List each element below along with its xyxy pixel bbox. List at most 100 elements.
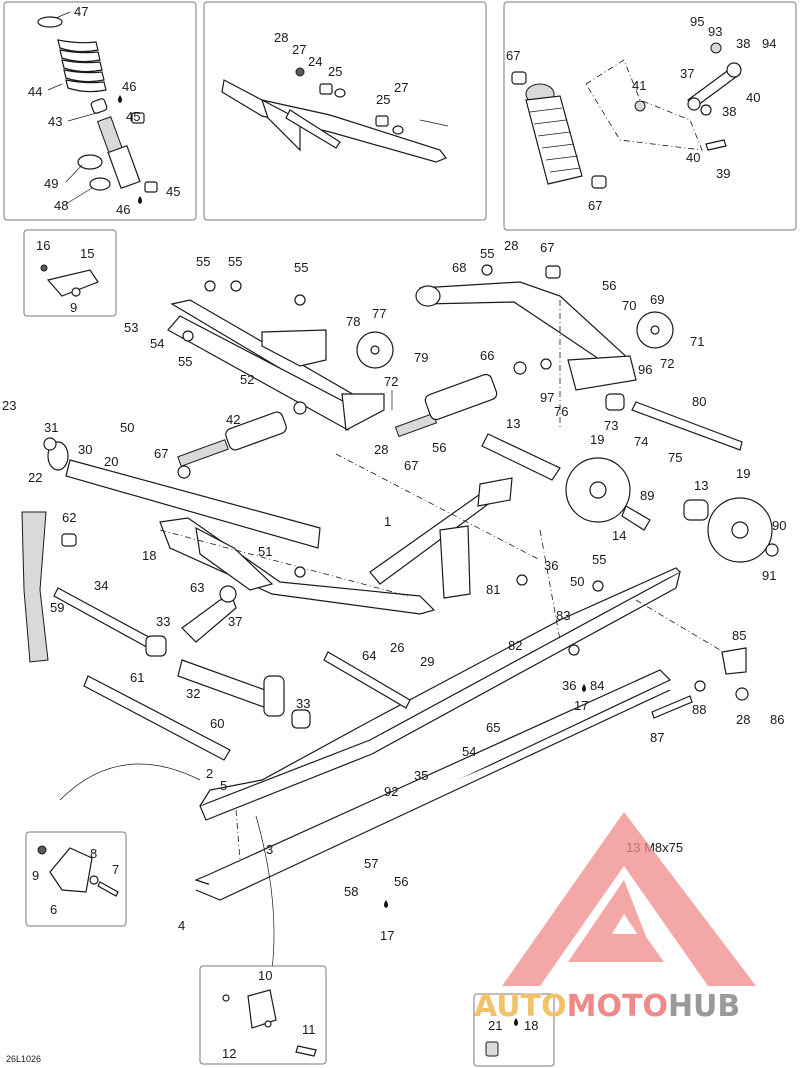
callout-64: 64 [362, 648, 376, 663]
callout-76: 76 [554, 404, 568, 419]
callout-46: 46 [116, 202, 130, 217]
callout-70: 70 [622, 298, 636, 313]
callout-55: 55 [294, 260, 308, 275]
inset-shock-absorber: 47 44 46 43 45 49 48 46 45 [3, 1, 197, 221]
callout-28: 28 [504, 238, 518, 253]
callout-22: 22 [28, 470, 42, 485]
callout-83: 83 [556, 608, 570, 623]
callout-71: 71 [690, 334, 704, 349]
callout-67: 67 [404, 458, 418, 473]
callout-74: 74 [634, 434, 648, 449]
callout-4: 4 [178, 918, 185, 933]
callout-33: 33 [296, 696, 310, 711]
callout-54: 54 [150, 336, 164, 351]
inset-grease-fitting: 21 18 [473, 993, 555, 1067]
callout-25: 25 [328, 64, 342, 79]
main-callouts: 55 55 55 53 54 55 52 77 78 79 72 68 55 2… [2, 238, 786, 943]
callout-13: 13 [694, 478, 708, 493]
watermark-logo: AUTOMOTOHUB [474, 812, 756, 1024]
callout-55: 55 [228, 254, 242, 269]
watermark-word-hub: HUB [668, 989, 740, 1024]
callout-18: 18 [524, 1018, 538, 1033]
callout-85: 85 [732, 628, 746, 643]
callout-32: 32 [186, 686, 200, 701]
callout-78: 78 [346, 314, 360, 329]
callout-61: 61 [130, 670, 144, 685]
callout-30: 30 [78, 442, 92, 457]
callout-23: 23 [2, 398, 16, 413]
shock-body [96, 112, 158, 193]
callout-7: 7 [112, 862, 119, 877]
callout-38: 38 [722, 104, 736, 119]
callout-39: 39 [716, 166, 730, 181]
callout-52: 52 [240, 372, 254, 387]
callout-10: 10 [258, 968, 272, 983]
callout-62: 62 [62, 510, 76, 525]
callout-55: 55 [592, 552, 606, 567]
callout-58: 58 [344, 884, 358, 899]
callout-75: 75 [668, 450, 682, 465]
callout-91: 91 [762, 568, 776, 583]
callout-27: 27 [394, 80, 408, 95]
callout-90: 90 [772, 518, 786, 533]
callout-15: 15 [80, 246, 94, 261]
callout-19: 19 [590, 432, 604, 447]
callout-21: 21 [488, 1018, 502, 1033]
callout-67: 67 [540, 240, 554, 255]
callout-35: 35 [414, 768, 428, 783]
callout-46: 46 [122, 79, 136, 94]
callout-73: 73 [604, 418, 618, 433]
callout-45: 45 [126, 109, 140, 124]
callout-43: 43 [48, 114, 62, 129]
callout-53: 53 [124, 320, 138, 335]
callout-28: 28 [374, 442, 388, 457]
callout-3: 3 [266, 842, 273, 857]
callout-24: 24 [308, 54, 322, 69]
callout-25: 25 [376, 92, 390, 107]
callout-56: 56 [432, 440, 446, 455]
callout-31: 31 [44, 420, 58, 435]
callout-67: 67 [588, 198, 602, 213]
callout-8: 8 [90, 846, 97, 861]
callout-1: 1 [384, 514, 391, 529]
callout-56: 56 [602, 278, 616, 293]
callout-36: 36 [544, 558, 558, 573]
rear-shock-66 [394, 361, 527, 438]
inset-slider-end: 10 11 12 [199, 965, 327, 1065]
callout-69: 69 [650, 292, 664, 307]
callout-14: 14 [612, 528, 626, 543]
callout-36: 36 [562, 678, 576, 693]
callout-81: 81 [486, 582, 500, 597]
callout-13: 13 [506, 416, 520, 431]
callout-59: 59 [50, 600, 64, 615]
svg-text:AUTOMOTOHUB: AUTOMOTOHUB [474, 989, 740, 1024]
callout-92: 92 [384, 784, 398, 799]
callout-67: 67 [506, 48, 520, 63]
callout-87: 87 [650, 730, 664, 745]
callout-37: 37 [680, 66, 694, 81]
callout-68: 68 [452, 260, 466, 275]
callout-94: 94 [762, 36, 776, 51]
callout-56: 56 [394, 874, 408, 889]
callout-55: 55 [196, 254, 210, 269]
callout-19: 19 [736, 466, 750, 481]
callout-2: 2 [206, 766, 213, 781]
callout-96: 96 [638, 362, 652, 377]
callout-51: 51 [258, 544, 272, 559]
callout-37: 37 [228, 614, 242, 629]
inset-bracket: 16 15 9 [23, 229, 117, 317]
callout-42: 42 [226, 412, 240, 427]
callout-27: 27 [292, 42, 306, 57]
callout-88: 88 [692, 702, 706, 717]
callout-44: 44 [28, 84, 42, 99]
callout-50: 50 [120, 420, 134, 435]
callout-93: 93 [708, 24, 722, 39]
callout-38: 38 [736, 36, 750, 51]
callout-72: 72 [384, 374, 398, 389]
callout-33: 33 [156, 614, 170, 629]
callout-57: 57 [364, 856, 378, 871]
callout-45: 45 [166, 184, 180, 199]
callout-9: 9 [70, 300, 77, 315]
callout-20: 20 [104, 454, 118, 469]
